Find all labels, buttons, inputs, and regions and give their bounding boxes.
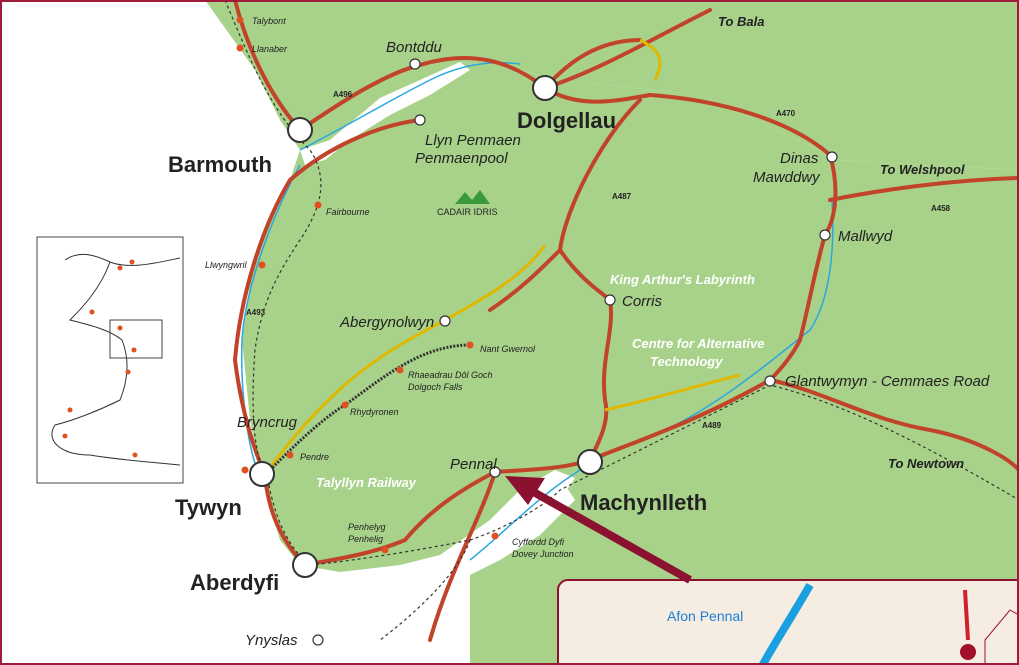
- label-penhelyg: Penhelyg: [348, 522, 386, 532]
- road-a458: [828, 176, 1019, 202]
- label-mallwyd: Mallwyd: [838, 228, 893, 245]
- label-rhydyronen: Rhydyronen: [350, 407, 399, 417]
- mawddach-estuary: [300, 62, 470, 165]
- label-dolgoch-falls: Dolgoch Falls: [408, 382, 463, 392]
- marker-machynlleth: [577, 449, 603, 475]
- label-tywyn: Tywyn: [175, 495, 242, 520]
- label-dolgellau: Dolgellau: [517, 108, 616, 133]
- label-corris: Corris: [622, 293, 662, 310]
- label-dovey-junction: Dovey Junction: [512, 549, 574, 559]
- label-cat-line2: Technology: [650, 354, 723, 369]
- label-to-welshpool: To Welshpool: [880, 162, 965, 177]
- label-barmouth: Barmouth: [168, 152, 272, 177]
- label-mawddwy: Mawddwy: [753, 169, 821, 186]
- label-ynyslas: Ynyslas: [245, 632, 298, 649]
- label-fairbourne: Fairbourne: [326, 207, 370, 217]
- land-main: [242, 62, 1019, 665]
- river-mawddach: [299, 61, 521, 151]
- label-dinas: Dinas: [780, 150, 819, 167]
- cadair-idris-icon: [455, 190, 490, 204]
- label-talyllyn-railway: Talyllyn Railway: [316, 475, 417, 490]
- river-dyfi: [469, 199, 834, 561]
- road-a487-south: [303, 458, 592, 567]
- road-a496: [233, 0, 547, 133]
- label-to-newtown: To Newtown: [888, 456, 964, 471]
- label-nant-gwernol: Nant Gwernol: [480, 344, 536, 354]
- marker-tywyn: [249, 461, 275, 487]
- label-llwyngwril: Llwyngwril: [205, 260, 248, 270]
- label-cadair-idris: CADAIR IDRIS: [437, 207, 498, 217]
- label-penmaenpool: Penmaenpool: [415, 150, 508, 167]
- label-road-a458: A458: [931, 204, 951, 213]
- label-pendre: Pendre: [300, 452, 329, 462]
- marker-barmouth: [287, 117, 313, 143]
- road-a493: [232, 118, 422, 477]
- label-road-a493: A493: [246, 308, 266, 317]
- label-king-arthur: King Arthur's Labyrinth: [610, 272, 755, 287]
- major-town-markers: [249, 75, 603, 578]
- label-pennal: Pennal: [450, 456, 497, 473]
- detail-inset: [557, 579, 1019, 665]
- roads-secondary: [263, 38, 741, 476]
- label-talybont: Talybont: [252, 16, 286, 26]
- label-abergynolwyn: Abergynolwyn: [339, 314, 434, 331]
- river-coast: [240, 164, 301, 481]
- label-road-a489: A489: [702, 421, 722, 430]
- label-rhaeadrau: Rhaeadrau Dôl Goch: [408, 370, 493, 380]
- minor-town-markers: [312, 58, 838, 646]
- label-penhelig: Penhelig: [348, 534, 383, 544]
- label-bontddu: Bontddu: [386, 39, 443, 56]
- marker-dolgellau: [532, 75, 558, 101]
- label-machynlleth: Machynlleth: [580, 490, 707, 515]
- label-cat-line1: Centre for Alternative: [632, 336, 764, 351]
- label-afon-pennal: Afon Pennal: [667, 608, 743, 624]
- label-glantwymyn: Glantwymyn - Cemmaes Road: [785, 373, 990, 390]
- marker-aberdyfi: [292, 552, 318, 578]
- station-markers: [236, 16, 499, 554]
- label-road-a470: A470: [776, 109, 796, 118]
- label-llanaber: Llanaber: [252, 44, 288, 54]
- label-bryncrug: Bryncrug: [237, 414, 298, 431]
- road-a470: [543, 86, 838, 382]
- label-road-a496: A496: [333, 90, 353, 99]
- road-a494-east: [543, 8, 712, 90]
- label-aberdyfi: Aberdyfi: [190, 570, 279, 595]
- label-road-a487: A487: [612, 192, 632, 201]
- land-north: [205, 0, 1019, 170]
- label-to-bala: To Bala: [718, 14, 764, 29]
- label-llyn-penmaen: Llyn Penmaen: [425, 132, 521, 149]
- label-cyffordd-dyfi: Cyffordd Dyfi: [512, 537, 565, 547]
- road-corris: [488, 248, 562, 312]
- road-south: [428, 470, 497, 642]
- locator-inset: [36, 236, 184, 484]
- pointer-arrow: [505, 476, 692, 584]
- road-a489: [588, 377, 1019, 472]
